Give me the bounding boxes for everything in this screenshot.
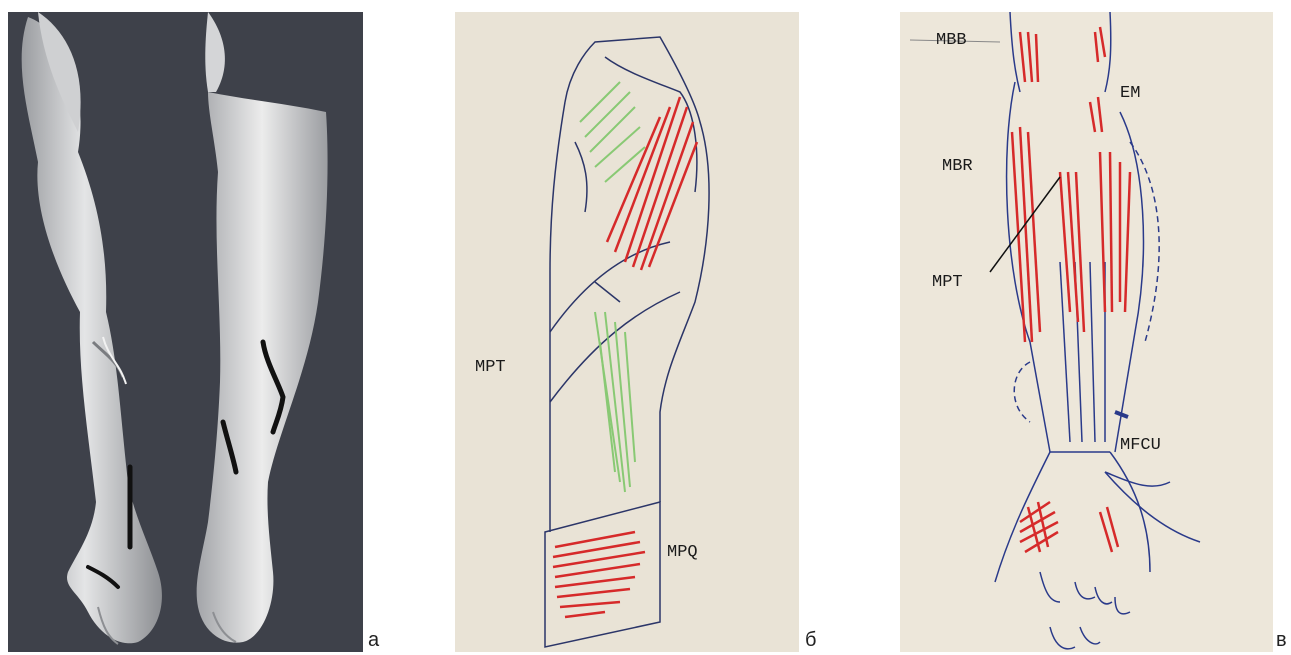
label-mpt: MPT <box>475 359 506 376</box>
label-mpt: MPT <box>932 274 963 291</box>
right-arm-shape <box>197 92 328 643</box>
label-em: EM <box>1120 85 1140 102</box>
forearm-sketch-b <box>455 12 799 652</box>
forearm-sketch-c <box>900 12 1273 652</box>
label-mpq: MPQ <box>667 544 698 561</box>
left-arm-shape <box>22 17 162 643</box>
drawing-panel-b: MPT MPQ <box>455 12 799 652</box>
arm-render-panel <box>8 12 363 652</box>
panel-letter-b: б <box>805 630 816 650</box>
label-mfcu: MFCU <box>1120 437 1161 454</box>
panel-letter-a: а <box>368 630 379 650</box>
label-mbb: MBB <box>936 32 967 49</box>
arm-render-image <box>8 12 363 652</box>
drawing-panel-c: MBB EM MBR MPT MFCU <box>900 12 1273 652</box>
panel-letter-c: в <box>1276 630 1287 650</box>
label-mbr: MBR <box>942 158 973 175</box>
